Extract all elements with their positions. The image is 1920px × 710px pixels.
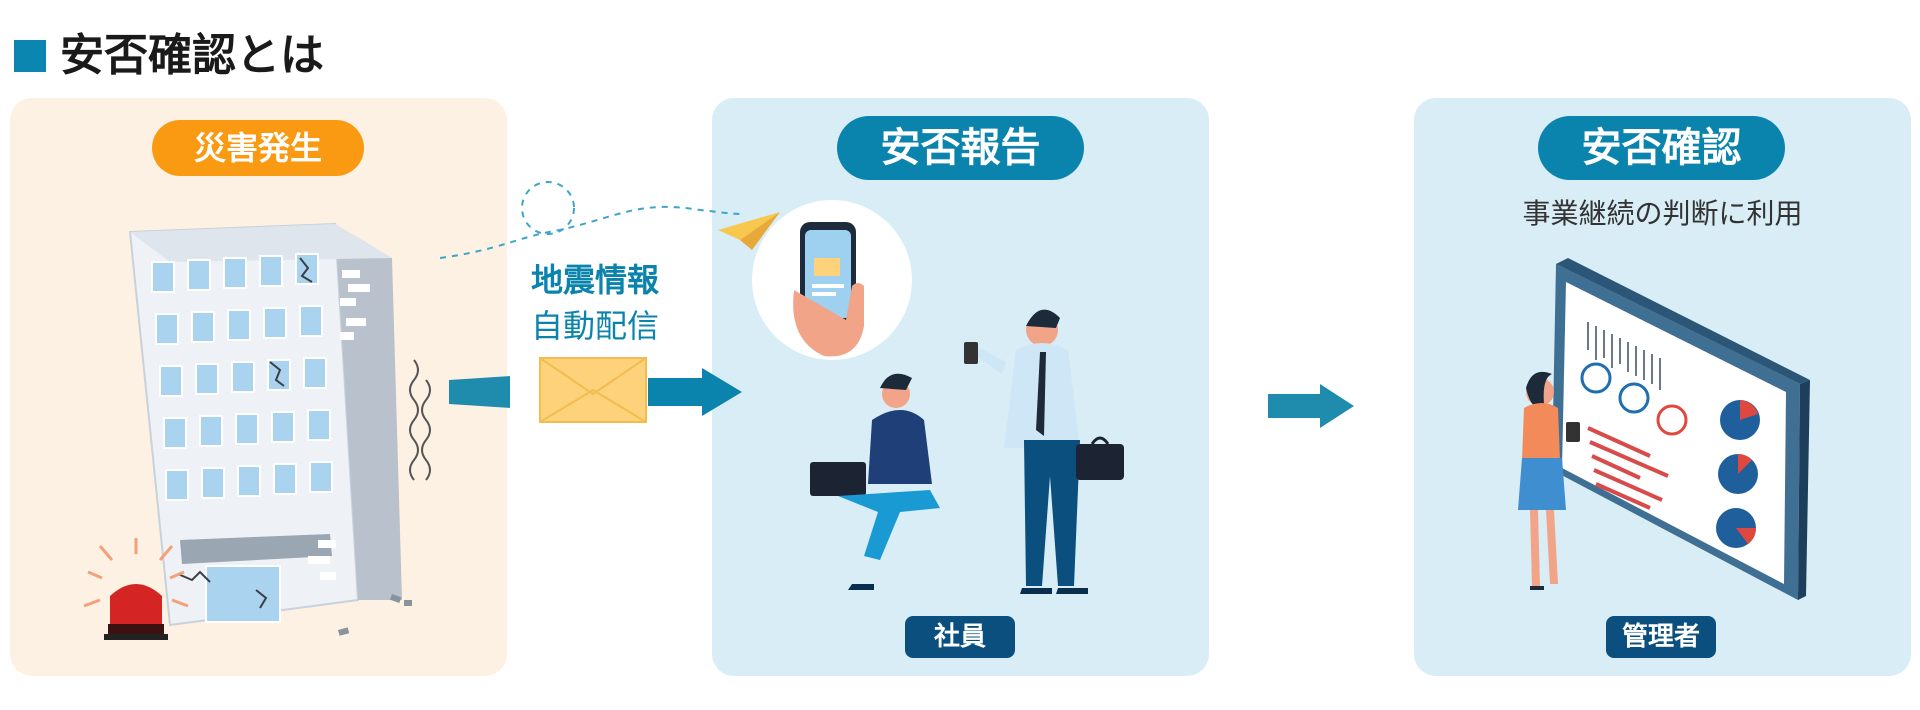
page-title: 安否確認とは bbox=[60, 30, 324, 81]
building-illustration bbox=[128, 222, 431, 636]
paper-plane-icon bbox=[718, 212, 780, 250]
standing-worker-illustration bbox=[964, 309, 1124, 594]
siren-icon bbox=[83, 538, 189, 640]
safety-confirm-label: 安否確認 bbox=[1538, 116, 1785, 180]
confirm-subtitle: 事業継続の判断に利用 bbox=[1522, 197, 1803, 230]
auto-delivery-label: 自動配信 bbox=[530, 307, 659, 345]
report-panel bbox=[712, 98, 1209, 676]
title-marker bbox=[14, 40, 46, 72]
admin-woman-illustration bbox=[1518, 371, 1580, 590]
admin-badge: 管理者 bbox=[1606, 616, 1716, 658]
safety-report-label: 安否報告 bbox=[837, 116, 1084, 180]
mail-envelope-icon bbox=[539, 357, 647, 423]
delivery-connector bbox=[439, 181, 743, 416]
disaster-label: 災害発生 bbox=[152, 120, 364, 176]
quake-info-label: 地震情報 bbox=[530, 261, 659, 299]
seated-worker-illustration bbox=[810, 373, 940, 590]
smartphone-illustration bbox=[752, 200, 912, 360]
dashboard-board-illustration bbox=[1552, 258, 1810, 600]
arrow-to-confirm bbox=[1268, 384, 1354, 428]
staff-badge: 社員 bbox=[905, 616, 1015, 658]
